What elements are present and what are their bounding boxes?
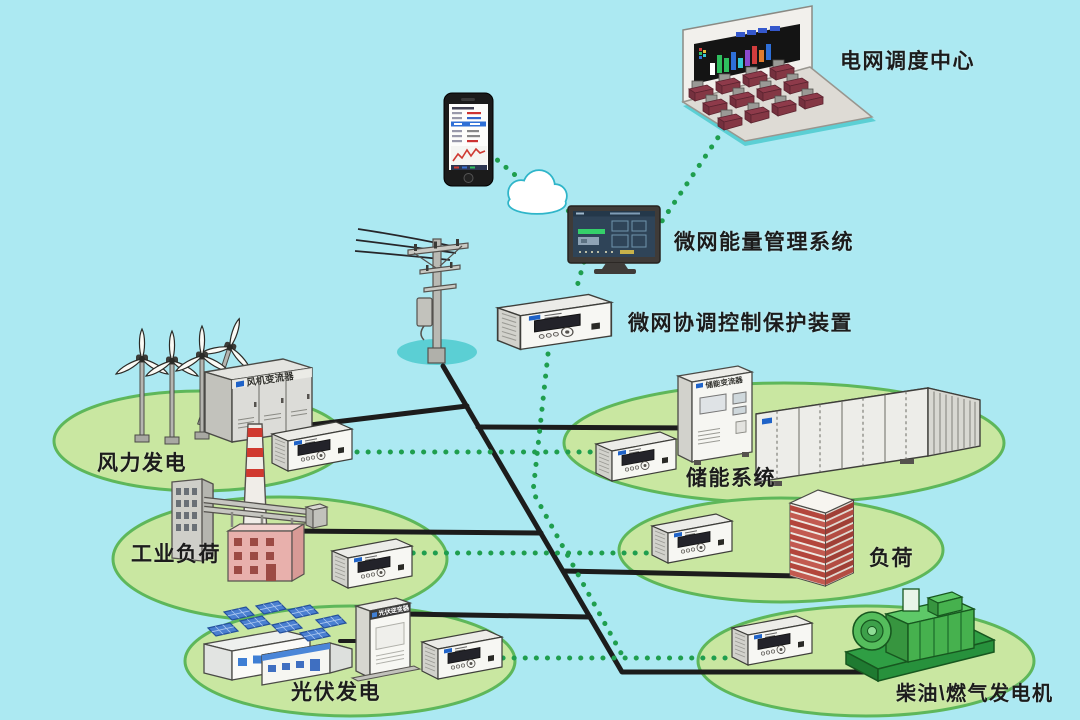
phone-speaker bbox=[461, 98, 475, 101]
load-building-side bbox=[825, 499, 854, 587]
monitor-neck bbox=[602, 263, 628, 269]
dispatch-center bbox=[681, 5, 876, 146]
ems-screen-content bbox=[573, 211, 655, 254]
container-doors bbox=[776, 391, 907, 479]
phone-screen-content bbox=[451, 107, 487, 170]
pv-plant bbox=[203, 600, 353, 686]
container-vents bbox=[933, 391, 976, 454]
label-industrial-load: 工业负荷 bbox=[131, 543, 221, 566]
label-ems: 微网能量管理系统 bbox=[674, 231, 854, 254]
brand-logo bbox=[762, 417, 772, 425]
comm-phone-cloud bbox=[486, 150, 524, 183]
label-storage: 储能系统 bbox=[686, 467, 776, 490]
ems-monitor bbox=[567, 205, 661, 274]
pv-inverter-band bbox=[370, 603, 410, 620]
bigscreen-bars bbox=[699, 26, 780, 75]
label-protection-device: 微网协调控制保护装置 bbox=[628, 312, 853, 335]
brand-logo bbox=[696, 382, 703, 389]
phone-chart-line bbox=[452, 147, 486, 162]
pv-building-front bbox=[261, 642, 353, 686]
load-building bbox=[788, 489, 856, 587]
factory bbox=[171, 423, 329, 583]
comm-central-bus bbox=[530, 351, 624, 656]
power-line-industrial bbox=[289, 528, 544, 536]
power-lines bbox=[289, 363, 906, 675]
pole-transformer bbox=[416, 297, 433, 327]
brand-logo bbox=[236, 380, 244, 388]
comm-monitor-dispatch bbox=[653, 121, 730, 233]
monitor-base bbox=[594, 269, 636, 274]
utility-pole bbox=[354, 228, 469, 364]
comm-monitor-protection bbox=[573, 259, 587, 293]
load-building-front bbox=[789, 502, 826, 587]
generator-top-box bbox=[902, 588, 920, 612]
storage-converter-cabinet: 储能变流器 bbox=[675, 365, 755, 465]
label-dispatch-center: 电网调度中心 bbox=[840, 50, 975, 73]
label-pv: 光伏发电 bbox=[291, 681, 381, 704]
battery-container bbox=[755, 387, 981, 486]
pv-inverter-base bbox=[350, 665, 422, 682]
label-wind: 风力发电 bbox=[97, 452, 187, 475]
brand-logo bbox=[372, 612, 377, 618]
label-diesel: 柴油\燃气发电机 bbox=[896, 683, 1054, 705]
label-load: 负荷 bbox=[869, 547, 914, 570]
load-building-roof bbox=[788, 489, 856, 514]
cloud-icon bbox=[507, 169, 568, 215]
power-line-storage bbox=[475, 424, 703, 431]
factory-unit-cube bbox=[304, 503, 329, 529]
protection-device-central bbox=[496, 293, 613, 351]
phone-home-button bbox=[463, 173, 474, 183]
diesel-generator bbox=[843, 588, 997, 683]
factory-pink-building bbox=[225, 522, 307, 583]
power-line-pv bbox=[401, 611, 593, 620]
smartphone bbox=[443, 92, 494, 187]
pv-inverter-cabinet: 光伏逆变器 bbox=[350, 597, 422, 682]
power-line-load bbox=[560, 568, 801, 579]
power-line-main-bus bbox=[440, 363, 906, 675]
